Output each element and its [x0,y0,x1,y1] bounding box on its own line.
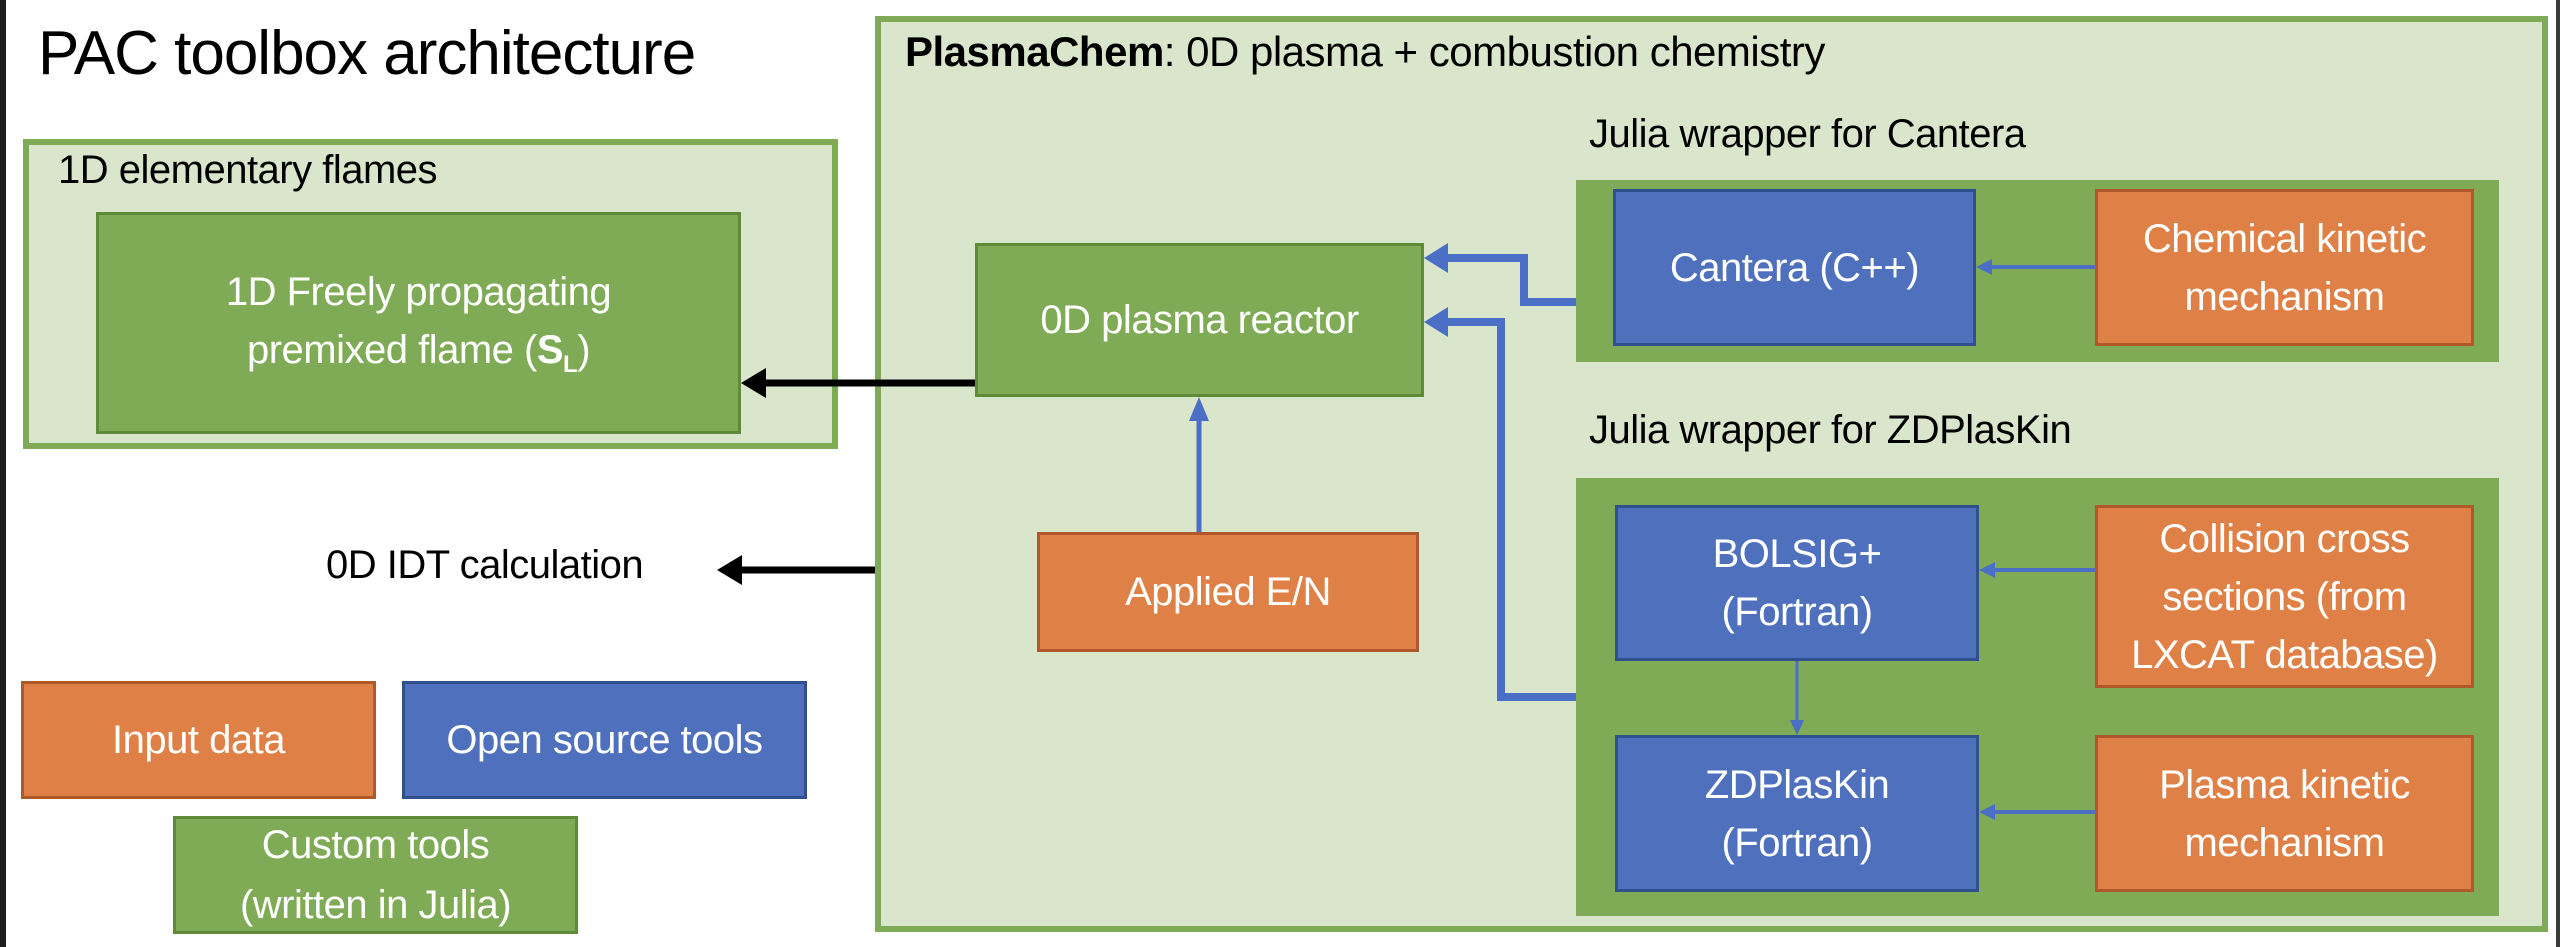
plasma-kinetic-mechanism-box[interactable]: Plasma kinetic mechanism [2095,735,2474,892]
arrow-plasmachem-to-idt [717,555,875,585]
legend-open-source-tools: Open source tools [402,681,807,799]
right-edge-strip [2556,0,2560,947]
chemical-kinetic-mechanism-box[interactable]: Chemical kinetic mechanism [2095,189,2474,346]
page-title: PAC toolbox architecture [38,19,696,88]
zdplaskin-wrapper-label: Julia wrapper for ZDPlasKin [1589,408,2072,452]
left-edge-strip [0,0,6,947]
flames-group-label: 1D elementary flames [58,148,438,192]
bolsig-box[interactable]: BOLSIG+ (Fortran) [1615,505,1979,661]
plasmachem-header: PlasmaChem: 0D plasma + combustion chemi… [905,28,1825,76]
cantera-wrapper-label: Julia wrapper for Cantera [1589,112,2026,156]
applied-en-box[interactable]: Applied E/N [1037,532,1419,652]
flame-speed-symbol: S [536,328,564,373]
cantera-box[interactable]: Cantera (C++) [1613,189,1976,346]
idt-calculation-label: 0D IDT calculation [326,543,644,587]
freely-propagating-flame-box[interactable]: 1D Freely propagating premixed flame (SL… [96,212,741,434]
flame-line-2: premixed flame (SL) [246,328,591,379]
legend-input-data: Input data [21,681,376,799]
plasmachem-description: : 0D plasma + combustion chemistry [1163,28,1826,75]
plasma-reactor-box[interactable]: 0D plasma reactor [975,243,1424,397]
zdplaskin-box[interactable]: ZDPlasKin (Fortran) [1615,735,1979,892]
legend-custom-tools: Custom tools (written in Julia) [173,816,578,934]
flame-line-1: 1D Freely propagating [225,270,612,315]
collision-cross-sections-box[interactable]: Collision cross sections (from LXCAT dat… [2095,505,2474,688]
plasmachem-name: PlasmaChem [905,28,1164,75]
